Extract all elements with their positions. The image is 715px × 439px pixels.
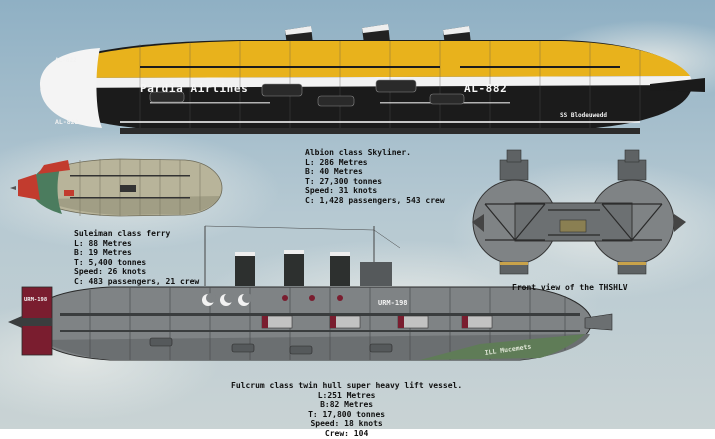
fulcrum-vessel: URM-198 URM-198 ILL Mucemets bbox=[8, 225, 613, 361]
albion-ribs bbox=[139, 41, 641, 132]
albion-spec-title: Albion class Skyliner. bbox=[305, 148, 411, 157]
fulcrum-spec-speed: Speed: 18 knots bbox=[310, 419, 383, 429]
illustration-canvas: Pardia Airlines AL-882 AL-822 AL-822 SS … bbox=[0, 0, 715, 429]
albion-engine-pods bbox=[149, 79, 465, 107]
albion-spec-speed: Speed: 31 knots bbox=[305, 186, 378, 196]
albion-windows-top bbox=[140, 66, 620, 68]
fulcrum-crescent-emblems bbox=[202, 293, 252, 306]
suleiman-spec-capacity: C: 483 passengers, 21 crew bbox=[74, 276, 200, 286]
albion-spec-block: Albion class Skyliner. L: 286 Metres B: … bbox=[305, 148, 445, 206]
albion-tail-fin bbox=[650, 78, 705, 92]
suleiman-spec-title: Suleiman class ferry bbox=[74, 229, 171, 238]
albion-spec-length: L: 286 Metres bbox=[305, 157, 368, 167]
fulcrum-spec-beam: B:82 Metres bbox=[320, 400, 374, 410]
fulcrum-spec-tonnage: T: 17,800 tonnes bbox=[308, 409, 386, 419]
albion-white-stripe bbox=[44, 76, 692, 88]
fulcrum-code-side: URM-198 bbox=[378, 299, 408, 307]
suleiman-nose bbox=[30, 162, 62, 214]
suleiman-spec-speed: Speed: 26 knots bbox=[74, 267, 147, 277]
fulcrum-code-nose: URM-198 bbox=[24, 297, 47, 303]
fulcrum-spec-crew: Crew: 104 bbox=[324, 428, 369, 438]
albion-spec-beam: B: 40 Metres bbox=[305, 167, 363, 177]
albion-ship-name: SS Blodeuwedd bbox=[560, 112, 607, 119]
fulcrum-spec-block: Fulcrum class twin hull super heavy lift… bbox=[231, 381, 462, 439]
albion-code-right: AL-882 bbox=[464, 82, 507, 95]
thshlv-front-view bbox=[472, 149, 686, 275]
suleiman-spec-beam: B: 19 Metres bbox=[74, 248, 132, 258]
albion-brand: Pardia Airlines bbox=[140, 82, 248, 95]
fulcrum-spec-title: Fulcrum class twin hull super heavy lift… bbox=[231, 381, 463, 390]
front-view-caption: Front view of the THSHLV bbox=[512, 283, 628, 292]
fulcrum-superstructure bbox=[235, 250, 392, 286]
fulcrum-spec-length: L:251 Metres bbox=[317, 390, 376, 400]
albion-code-nose: AL-822 bbox=[55, 118, 79, 126]
albion-yellow-band bbox=[55, 41, 690, 78]
albion-spec-capacity: C: 1,428 passengers, 543 crew bbox=[305, 195, 445, 205]
fulcrum-cargo-pods bbox=[261, 315, 493, 329]
albion-nose bbox=[40, 48, 102, 128]
albion-keel bbox=[120, 128, 640, 134]
suleiman-spec-tonnage: T: 5,400 tonnes bbox=[74, 257, 147, 267]
albion-skyliner: Pardia Airlines AL-882 AL-822 AL-822 SS … bbox=[40, 24, 705, 134]
suleiman-spec-block: Suleiman class ferry L: 88 Metres B: 19 … bbox=[74, 229, 199, 287]
albion-code-nose-top: AL-822 bbox=[55, 57, 77, 64]
albion-spec-tonnage: T: 27,300 tonnes bbox=[305, 176, 383, 186]
suleiman-ferry bbox=[10, 158, 223, 217]
suleiman-spec-length: L: 88 Metres bbox=[74, 238, 132, 248]
